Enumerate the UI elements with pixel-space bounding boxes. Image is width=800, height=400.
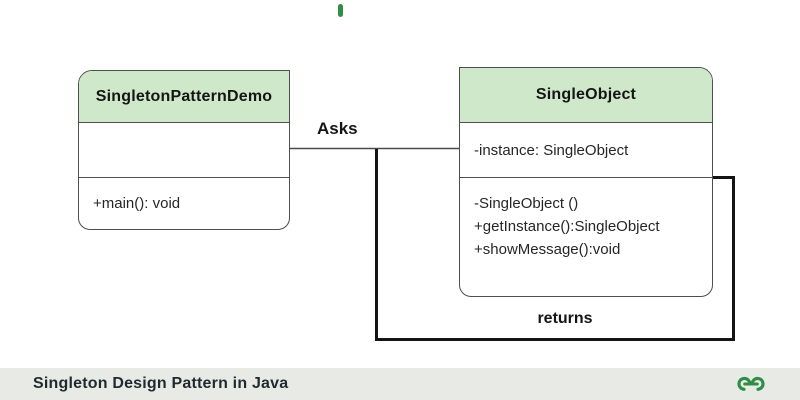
class-box-singletonpatterndemo: SingletonPatternDemo +main(): void <box>78 70 290 230</box>
method-line: -SingleObject () <box>474 195 579 212</box>
method-line: +main(): void <box>93 194 181 212</box>
footer-bar: Singleton Design Pattern in Java <box>0 368 800 400</box>
class-name-header: SingletonPatternDemo <box>79 71 289 123</box>
asks-relation-label: Asks <box>317 119 358 138</box>
class-methods-section: -SingleObject () +getInstance():SingleOb… <box>460 178 712 261</box>
geeksforgeeks-logo-icon <box>737 376 765 392</box>
class-attributes-section <box>79 123 289 178</box>
returns-relation-label: returns <box>537 310 593 327</box>
method-line: +showMessage():void <box>474 241 621 258</box>
top-accent-tick <box>338 4 343 17</box>
method-line: +getInstance():SingleObject <box>474 218 660 235</box>
class-box-singleobject: SingleObject -instance: SingleObject -Si… <box>459 67 713 297</box>
footer-caption: Singleton Design Pattern in Java <box>33 375 289 392</box>
class-methods-section: +main(): void <box>79 178 289 228</box>
class-name-header: SingleObject <box>460 68 712 123</box>
class-attributes-section: -instance: SingleObject <box>460 123 712 178</box>
